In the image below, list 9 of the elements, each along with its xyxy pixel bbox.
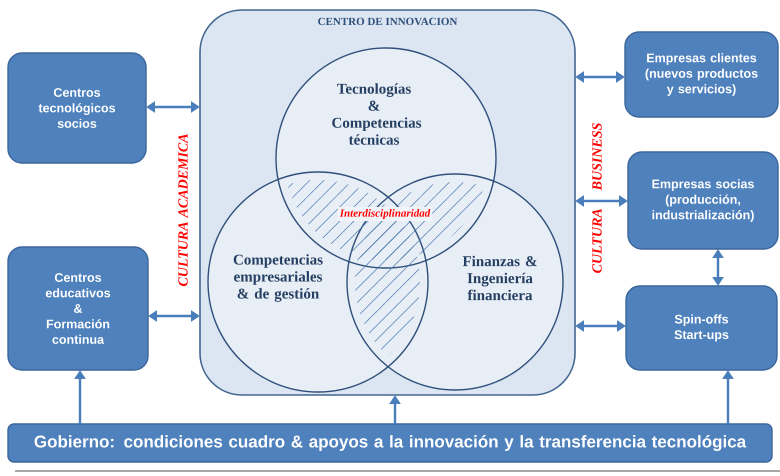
- banner-bar: Gobierno: condiciones cuadro & apoyos a la innovación y la transferencia tecnológica: [7, 423, 773, 463]
- process-box: Centros tecnológicos socios: [7, 52, 147, 164]
- process-box: Empresas clientes (nuevos productos y servicios): [624, 31, 779, 118]
- vertical-label: CULTURA ACADEMICA: [178, 134, 188, 286]
- vertical-label: CULTURA BUSINESS: [592, 123, 602, 273]
- process-box: Centros educativos & Formación continua: [7, 246, 149, 371]
- process-box: Empresas socias (producción, industrialización): [627, 151, 779, 250]
- process-box: Spin-offs Start-ups: [625, 285, 778, 371]
- overlap-label: Interdisciplinaridad: [338, 207, 432, 221]
